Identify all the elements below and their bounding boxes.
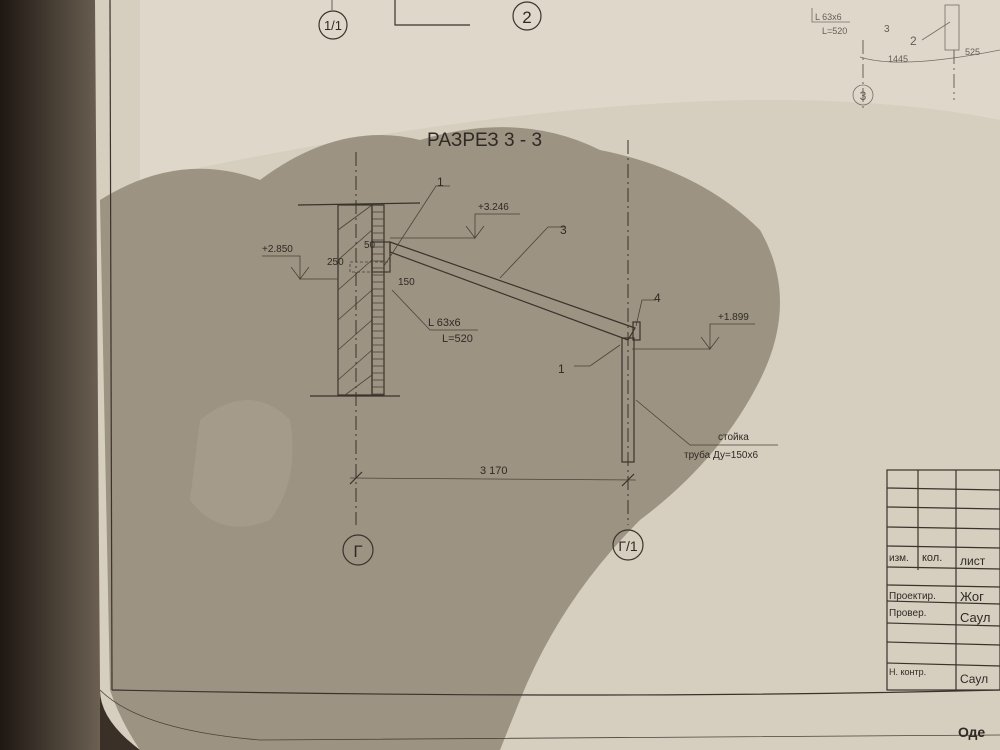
axis-bubble-g1 (612, 529, 644, 561)
post-label-2: труба Ду=150х6 (684, 449, 758, 461)
hand-shadow (100, 127, 780, 750)
axis-label-2: 2 (522, 8, 531, 27)
fragment-mark-2: 2 (910, 34, 917, 48)
level-left: +2.850 (262, 244, 293, 255)
angle-length: L=520 (442, 333, 473, 345)
axis-bubble-g (342, 534, 374, 566)
beam-3 (389, 241, 636, 341)
tb-norm-label: Н. контр. (889, 667, 926, 677)
angle-profile: L 63x6 (428, 317, 461, 329)
left-page (0, 0, 100, 750)
level-marker-right (632, 323, 755, 351)
fragment-dim-2: 525 (965, 47, 980, 57)
brick-facing (371, 204, 385, 396)
title-block: изм. кол. лист Проектир. Жог Провер. Сау… (886, 469, 1000, 691)
post-pipe (621, 337, 635, 463)
fragment-dim-1: 1445 (888, 54, 908, 64)
dim-150: 150 (398, 277, 415, 288)
level-marker-left (262, 255, 338, 281)
tb-checker-label: Провер. (889, 608, 926, 619)
axis-circle-1-1 (318, 10, 348, 40)
level-marker-top (390, 213, 520, 240)
fragment-length: L=520 (822, 26, 847, 36)
fragment-profile: L 63x6 (815, 12, 842, 22)
dim-50: 50 (364, 240, 376, 251)
post-label-1: стойка (718, 432, 749, 443)
tb-kol: кол. (922, 552, 942, 564)
axis-label-1-1: 1/1 (324, 18, 342, 33)
mark-3: 3 (560, 223, 567, 237)
fragment-axis-3: 3 (860, 89, 867, 103)
cap-plate-4 (632, 321, 641, 341)
level-top: +3.246 (478, 202, 509, 213)
tb-norm-name: Саул (960, 672, 988, 686)
mark-4: 4 (654, 291, 661, 305)
fragment-mark-3: 3 (884, 24, 890, 35)
span-dimension: 3 170 (480, 465, 508, 477)
mark-1-top: 1 (437, 175, 444, 189)
bottom-page-text: Оде (958, 724, 985, 740)
section-title: РАЗРЕЗ 3 - 3 (427, 130, 542, 151)
mark-1-bottom: 1 (558, 362, 565, 376)
tb-izm: изм. (889, 553, 909, 564)
axis-g1-label: Г/1 (618, 538, 637, 554)
axis-circle-2 (512, 1, 542, 31)
frame-line (109, 0, 113, 691)
tb-designer-label: Проектир. (889, 591, 936, 602)
top-right-fragment: L 63x6 L=520 3 2 1445 525 3 (811, 4, 1000, 110)
dim-250: 250 (327, 257, 344, 268)
span-dimension-line (349, 477, 637, 481)
tb-designer-name: Жог (960, 589, 984, 604)
tb-checker-name: Саул (960, 610, 990, 625)
tb-list: лист (960, 554, 986, 568)
level-right: +1.899 (718, 312, 749, 323)
axis-g-label: Г (353, 542, 362, 561)
